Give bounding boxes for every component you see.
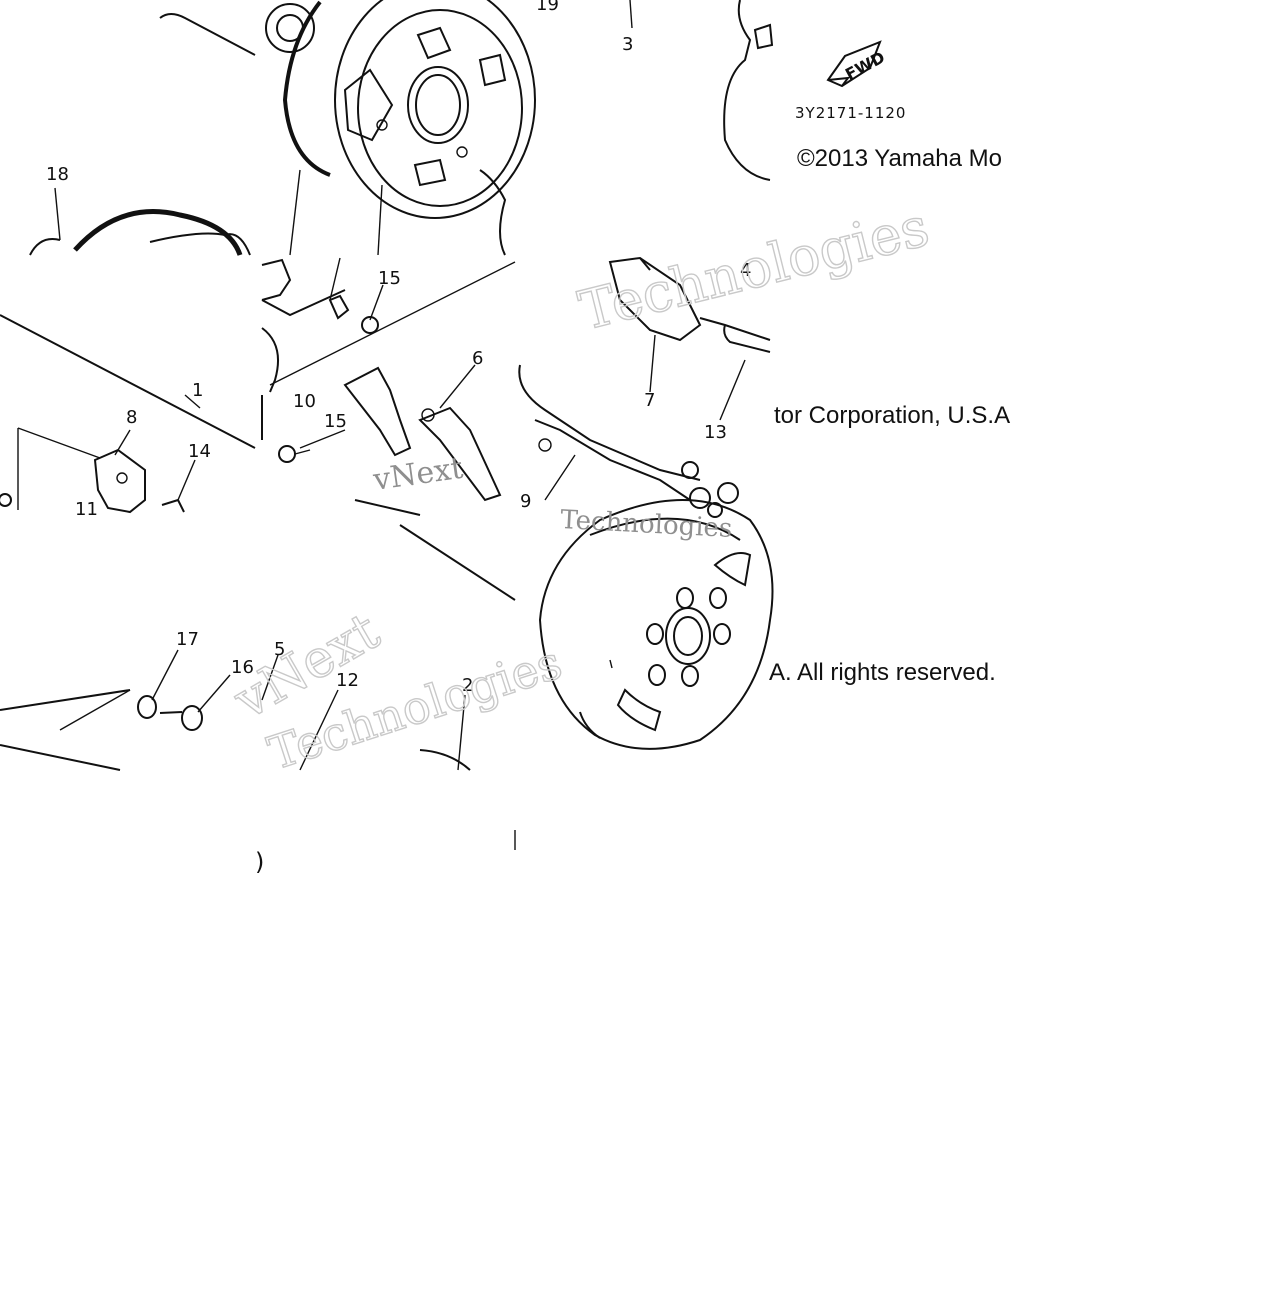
copyright-line-2: tor Corporation, U.S.A <box>774 402 1011 429</box>
copyright-line-1: ©2013 Yamaha Mo <box>797 145 1002 172</box>
callout-16: 16 <box>231 657 254 678</box>
callout-2: 2 <box>462 675 473 696</box>
callout-7: 7 <box>644 390 655 411</box>
crankcase-cover <box>0 314 256 514</box>
callout-19-top: 19 <box>536 0 559 15</box>
regulator-and-harness <box>518 256 771 518</box>
callout-8: 8 <box>126 407 137 428</box>
wire-clamp-group <box>261 499 516 850</box>
callout-15-upper: 15 <box>378 268 401 289</box>
copyright-line-3: A. All rights reserved. <box>769 659 996 686</box>
tile-top-left <box>29 13 256 256</box>
callout-17: 17 <box>176 629 199 650</box>
callout-1: 1 <box>192 380 203 401</box>
callout-10: 10 <box>293 391 316 412</box>
callout-3: 3 <box>622 34 633 55</box>
screw-set <box>0 649 231 771</box>
watermark-brand-main-small: vNext <box>370 451 465 498</box>
fwd-label: FWD <box>842 48 888 84</box>
callout-12: 12 <box>336 670 359 691</box>
callout-14: 14 <box>188 441 211 462</box>
callout-11: 11 <box>75 499 98 520</box>
callout-4: 4 <box>740 260 751 281</box>
bracket-hardware <box>261 257 516 502</box>
callout-6: 6 <box>472 348 483 369</box>
watermark-brand-sub: Technologies <box>573 195 935 343</box>
callout-18: 18 <box>46 164 69 185</box>
drawing-code: 3Y2171-1120 <box>795 104 906 122</box>
callout-5: 5 <box>274 639 285 660</box>
stator-assembly <box>265 0 536 256</box>
fwd-arrow-group <box>629 0 882 181</box>
watermark-layer: Technologies vNext Technologies vNext Te… <box>223 194 936 781</box>
callout-15-lower: 15 <box>324 411 347 432</box>
callout-numbers: 19 3 18 15 6 10 15 7 13 1 8 14 11 9 17 1… <box>46 0 751 696</box>
flywheel-rotor <box>538 499 774 750</box>
watermark-brand-sub-small: Technologies <box>560 505 733 544</box>
callout-9: 9 <box>520 491 531 512</box>
stray-paren-mark: ) <box>255 848 264 876</box>
callout-13: 13 <box>704 422 727 443</box>
